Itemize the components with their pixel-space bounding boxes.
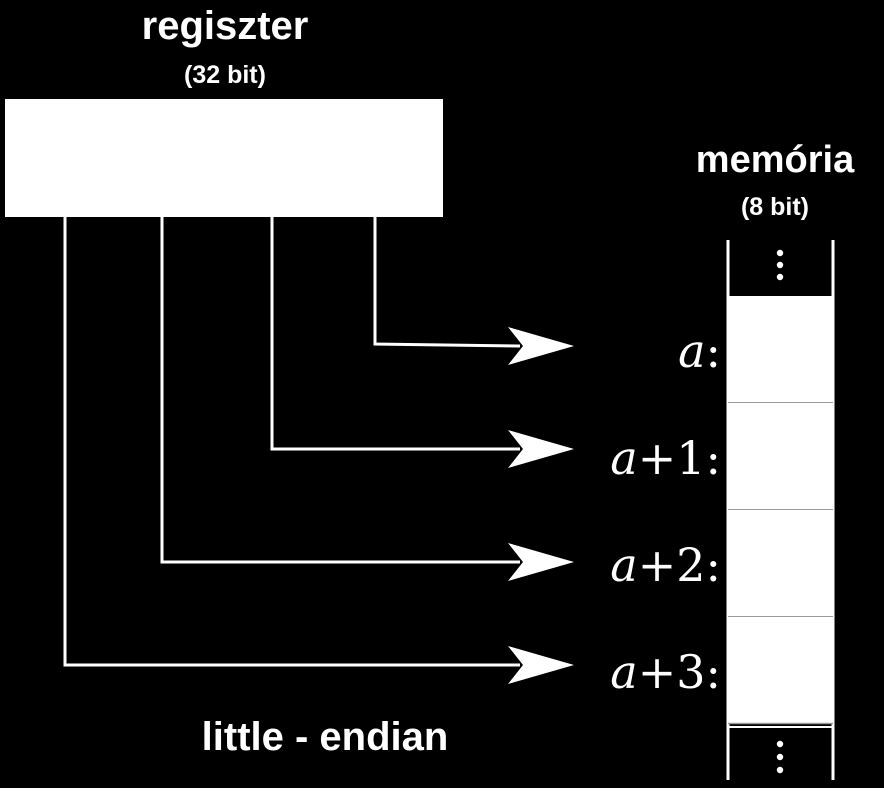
memory-size: (8 bit) xyxy=(741,193,809,221)
memory-column xyxy=(726,240,835,780)
arrow-heads xyxy=(508,327,574,684)
memory-top-ellipsis xyxy=(776,249,784,281)
connector-byte-2 xyxy=(160,217,520,564)
register-box xyxy=(5,99,443,217)
memory-bottom-ellipsis xyxy=(776,740,784,774)
arrow-head-icon xyxy=(508,646,574,684)
memory-cell-a-plus-2 xyxy=(728,510,833,616)
memory-cell-a-plus-3 xyxy=(728,617,833,723)
address-label-a-plus-1: a+1: xyxy=(610,431,721,485)
connector-byte-1 xyxy=(270,217,520,451)
address-label-a-plus-3: a+3: xyxy=(610,645,721,699)
caption-endianness: little - endian xyxy=(202,715,449,759)
register-title: regiszter xyxy=(142,4,309,48)
memory-title: memória xyxy=(696,139,855,181)
byte-connectors xyxy=(63,217,521,667)
connector-byte-3 xyxy=(63,217,520,667)
address-label-a-plus-2: a+2: xyxy=(610,538,721,592)
register-size: (32 bit) xyxy=(184,61,266,89)
memory-cell-a-plus-1 xyxy=(728,403,833,509)
arrow-head-icon xyxy=(508,543,574,581)
arrow-head-icon xyxy=(508,327,574,365)
address-label-a: a: xyxy=(678,324,721,378)
arrow-head-icon xyxy=(508,430,574,468)
connector-byte-0 xyxy=(373,217,521,348)
memory-cell-a xyxy=(728,296,833,402)
